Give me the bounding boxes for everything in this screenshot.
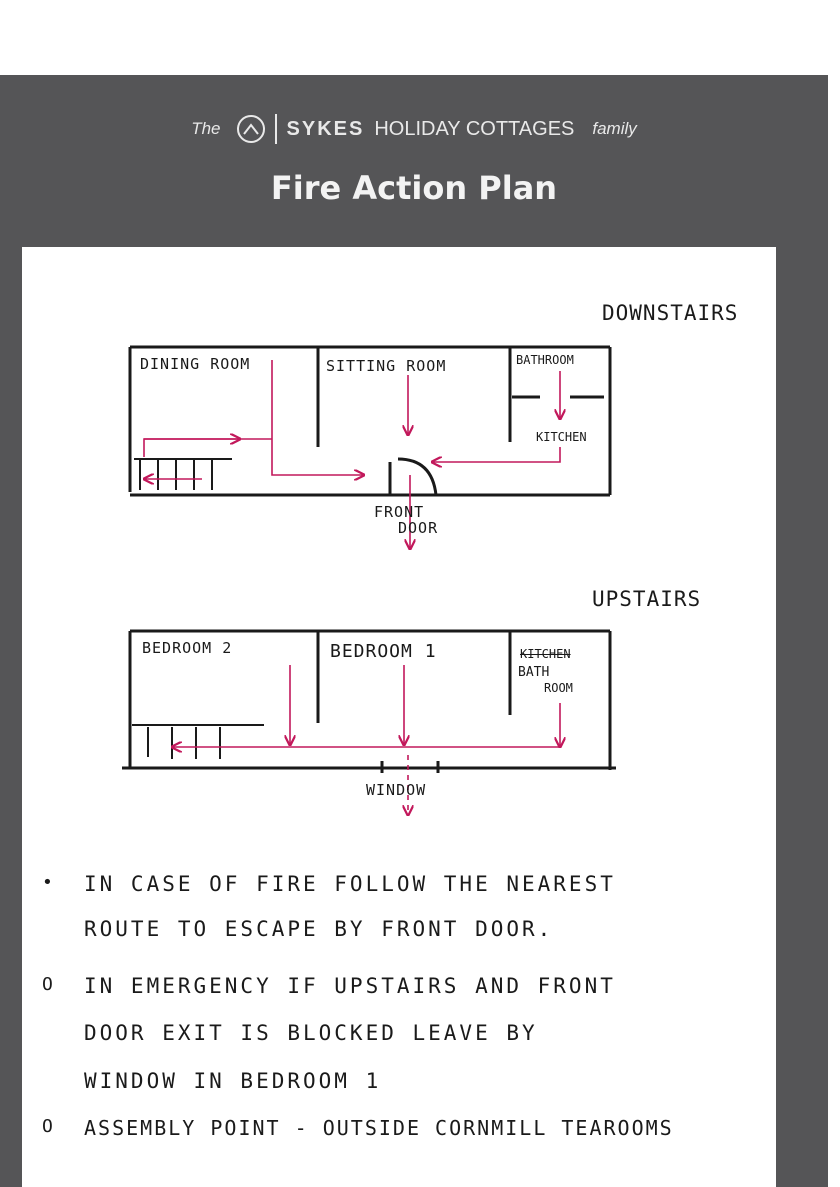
- note-line: WINDOW IN BEDROOM 1: [84, 1068, 382, 1093]
- exit-door-label: DOOR: [398, 519, 439, 537]
- brand-bold: SYKES: [286, 117, 365, 140]
- floor-plan-drawing: [122, 345, 616, 847]
- plan-sheet: DOWNSTAIRS: [22, 247, 776, 1187]
- note-line: ROUTE TO ESCAPE BY FRONT DOOR.: [84, 917, 554, 942]
- room-bathroom: BATHROOM: [516, 353, 574, 367]
- room-bedroom-1: BEDROOM 1: [330, 641, 437, 662]
- note-2: o IN EMERGENCY IF UPSTAIRS AND FRONT DOO…: [42, 973, 742, 1123]
- downstairs-stairs: [134, 458, 232, 490]
- downstairs-label: DOWNSTAIRS: [602, 301, 739, 325]
- brand-suffix: family: [592, 119, 637, 138]
- note-line: IN CASE OF FIRE FOLLOW THE NEAREST: [84, 872, 616, 896]
- note-bullet: o: [42, 1116, 55, 1137]
- brand-prefix: The: [191, 119, 221, 138]
- room-bedroom-2: BEDROOM 2: [142, 639, 233, 657]
- room-kitchen: KITCHEN: [536, 430, 587, 444]
- upstairs-walls: [122, 629, 616, 773]
- note-1: • IN CASE OF FIRE FOLLOW THE NEAREST ROU…: [42, 871, 742, 971]
- room-sitting-room: SITTING ROOM: [326, 357, 447, 375]
- room-bath: BATH: [518, 665, 550, 680]
- note-bullet: o: [42, 974, 56, 995]
- exit-front-label: FRONT: [374, 503, 425, 521]
- note-line: IN EMERGENCY IF UPSTAIRS AND FRONT: [84, 974, 616, 998]
- upstairs-stairs: [132, 724, 264, 759]
- note-line: DOOR EXIT IS BLOCKED LEAVE BY: [84, 1021, 538, 1046]
- brand-rest: HOLIDAY COTTAGES: [374, 117, 575, 140]
- page-title: Fire Action Plan: [270, 169, 558, 207]
- upstairs-escape-routes: [172, 665, 560, 815]
- brand-line: The SYKES HOLIDAY COTTAGES family: [0, 105, 828, 153]
- mountain-logo-icon: [236, 115, 265, 143]
- note-bullet: •: [42, 872, 56, 893]
- room-room: ROOM: [544, 681, 573, 695]
- brand-divider: [274, 114, 277, 144]
- downstairs-escape-routes: [144, 360, 560, 549]
- downstairs-walls: [128, 345, 612, 497]
- room-kitchen-crossed-out: KITCHEN: [520, 647, 571, 661]
- note-line: ASSEMBLY POINT - OUTSIDE CORNMILL TEAROO…: [84, 1116, 674, 1140]
- upstairs-label: UPSTAIRS: [592, 587, 702, 611]
- room-dining-room: DINING ROOM: [140, 355, 251, 373]
- exit-window-label: WINDOW: [366, 781, 427, 799]
- header: The SYKES HOLIDAY COTTAGES family Fire A…: [0, 105, 828, 207]
- note-3: o ASSEMBLY POINT - OUTSIDE CORNMILL TEAR…: [42, 1115, 752, 1155]
